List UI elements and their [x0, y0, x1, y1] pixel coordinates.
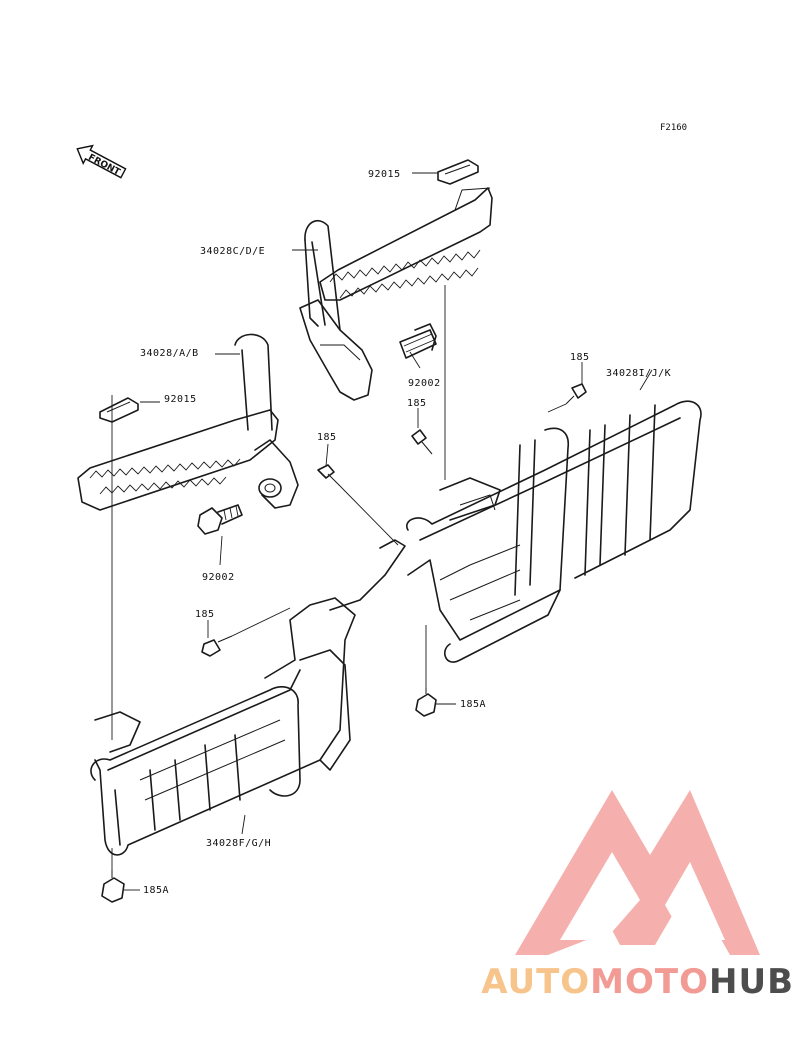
pad-92015-left: [99, 397, 139, 423]
footrest-left: [77, 333, 299, 511]
label-185-left: 185: [195, 609, 215, 620]
front-label: FRONT: [86, 153, 122, 178]
label-185-top-right: 185: [570, 352, 590, 363]
watermark-wordmark: AUTOMOTOHUB: [481, 962, 794, 1002]
wordmark-part-2: MOTO: [590, 962, 710, 1002]
label-185a-right: 185A: [460, 699, 486, 710]
bolt-185-center: [317, 464, 399, 546]
label-185-mid-right: 185: [407, 398, 427, 409]
bolt-185-top-right: [547, 383, 587, 413]
bolt-185a-bottom: [101, 848, 125, 903]
wordmark-part-3: HUB: [709, 962, 794, 1002]
front-arrow-icon: FRONT: [76, 144, 127, 179]
bolt-92002-left: [197, 504, 243, 535]
figure-code: F2160: [660, 123, 687, 133]
frame-left: [90, 395, 406, 856]
bolt-185a-right: [415, 625, 437, 717]
label-34028ab: 34028/A/B: [140, 348, 199, 359]
footrest-upper-right: [299, 187, 493, 401]
bolt-92002-right: [399, 323, 437, 359]
watermark-logo-icon: [515, 790, 760, 955]
bolt-185-mid-right: [411, 429, 433, 455]
label-34028cde: 34028C/D/E: [200, 246, 265, 257]
pad-92015-top: [437, 159, 479, 185]
label-92002-right: 92002: [408, 378, 441, 389]
leader-lines: [124, 172, 653, 891]
label-92015-left: 92015: [164, 394, 197, 405]
wordmark-part-1: AUTO: [481, 962, 591, 1002]
frame-right: [406, 285, 702, 663]
label-92015-top: 92015: [368, 169, 401, 180]
label-34028fgh: 34028F/G/H: [206, 838, 271, 849]
bolt-185-left: [201, 607, 291, 657]
label-34028ijk: 34028I/J/K: [606, 368, 671, 379]
label-92002-left: 92002: [202, 572, 235, 583]
label-185-center: 185: [317, 432, 337, 443]
label-185a-bottom: 185A: [143, 885, 169, 896]
